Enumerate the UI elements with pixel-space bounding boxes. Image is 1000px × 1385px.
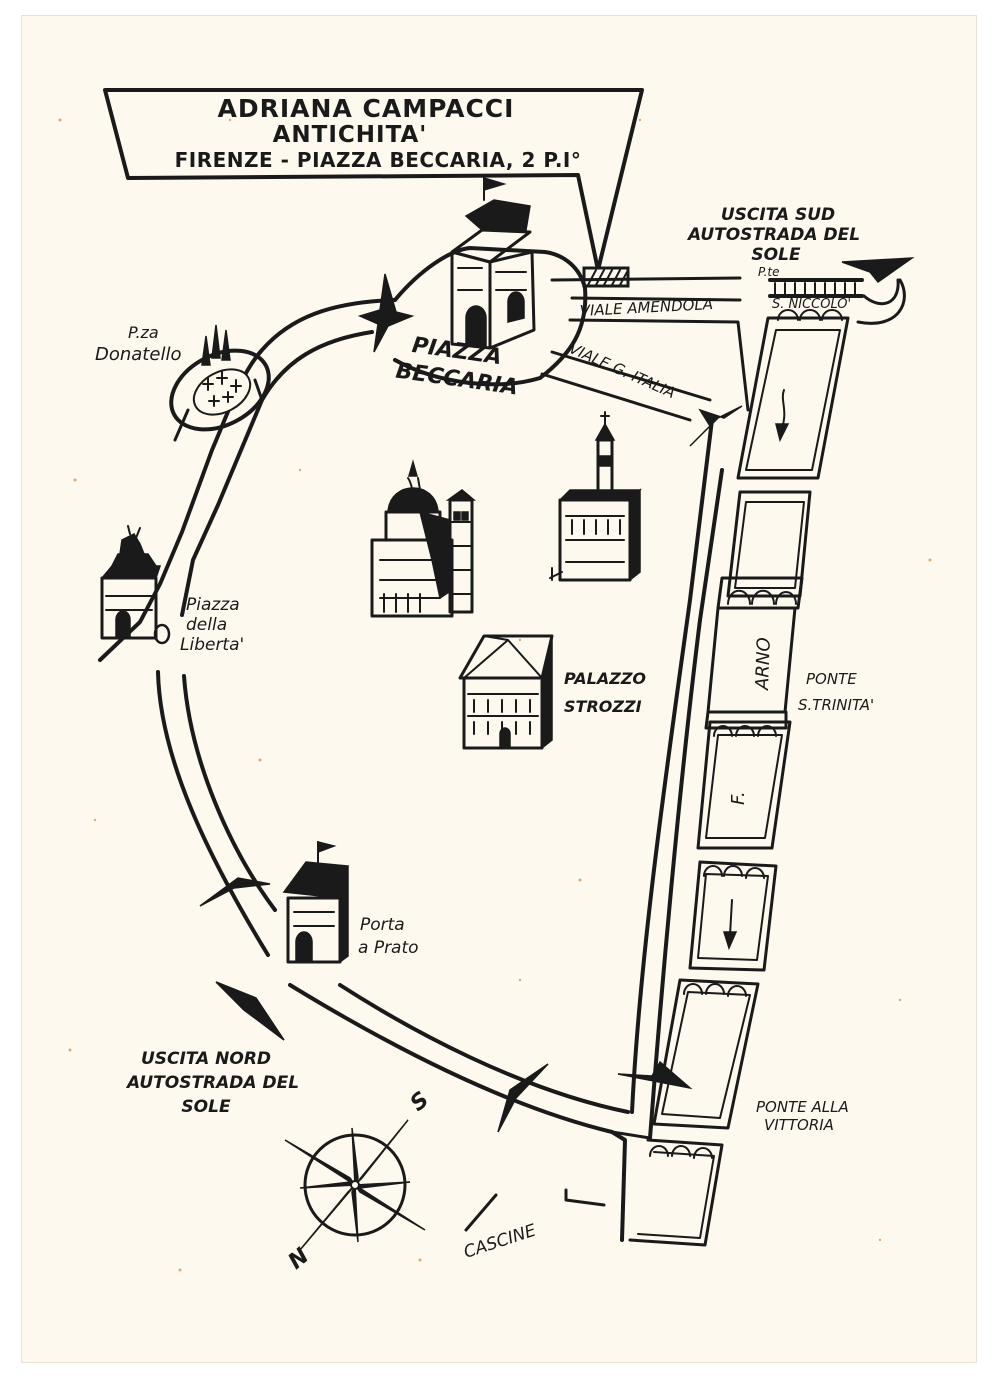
compass-rose xyxy=(284,1119,426,1251)
arrow-west-ring xyxy=(199,877,271,907)
arno-name-label: ARNO xyxy=(752,637,775,691)
exit-south-label-3: SOLE xyxy=(751,245,801,265)
viale-italia-label: VIALE G. ITALIA xyxy=(566,339,678,402)
palazzo-strozzi-icon xyxy=(458,634,554,750)
exit-south-label-1: USCITA SUD xyxy=(721,205,835,225)
porta-beccaria-icon xyxy=(450,176,536,350)
arrow-porta-prato xyxy=(497,1063,549,1133)
strozzi-label-1: PALAZZO xyxy=(564,669,646,688)
exit-north-label-3: SOLE xyxy=(181,1097,231,1117)
exit-north-label-2: AUTOSTRADA DEL xyxy=(125,1073,299,1093)
header-subtitle: ANTICHITA' xyxy=(273,122,428,148)
donatello-label-1: P.za xyxy=(128,323,159,342)
direction-arrows xyxy=(199,257,915,1133)
compass-north-label: N xyxy=(284,1244,314,1275)
header-address: FIRENZE - PIAZZA BECCARIA, 2 P.I° xyxy=(175,148,582,172)
strozzi-label-2: STROZZI xyxy=(564,697,642,716)
duomo-icon xyxy=(370,459,477,618)
liberta-label-2: della xyxy=(186,615,227,635)
arrow-beccaria xyxy=(357,273,415,353)
arrow-exit-south xyxy=(841,257,915,284)
exit-south-label-2: AUTOSTRADA DEL xyxy=(686,225,860,245)
ponte-vittoria-label-2: VITTORIA xyxy=(764,1116,834,1134)
porta-prato-label-2: a Prato xyxy=(358,938,419,958)
palazzo-vecchio-icon xyxy=(549,411,642,582)
compass-south-label: S xyxy=(406,1087,434,1116)
porta-prato-label-1: Porta xyxy=(360,915,405,935)
ponte-vittoria-label-1: PONTE ALLA xyxy=(756,1098,849,1116)
arrow-east-ring xyxy=(617,1060,693,1090)
exit-north-label-1: USCITA NORD xyxy=(141,1049,271,1069)
arno-prefix-label: F. xyxy=(728,791,749,805)
ponte-niccolo-prefix: P.te xyxy=(758,265,780,279)
donatello-label-2: Donatello xyxy=(95,344,181,365)
arrow-viale-italia xyxy=(689,405,743,447)
header-title: ADRIANA CAMPACCI xyxy=(218,94,515,123)
ponte-s-niccolo xyxy=(768,278,906,325)
postcard xyxy=(22,16,976,1362)
ponte-niccolo-label: S. NICCOLO' xyxy=(772,297,851,312)
ring-road xyxy=(98,298,724,1242)
porta-a-prato-icon xyxy=(282,841,349,964)
arrow-exit-north xyxy=(215,981,285,1041)
ponte-trinita-label-2: S.TRINITA' xyxy=(798,696,874,714)
paper-specks xyxy=(58,118,932,1272)
liberta-label-1: Piazza xyxy=(186,595,240,615)
cascine-label: CASCINE xyxy=(461,1221,538,1263)
piazza-beccaria-label-2: BECCARIA xyxy=(394,359,520,401)
cemetery-icon xyxy=(192,324,252,416)
header-plaque xyxy=(103,88,644,288)
liberta-label-3: Liberta' xyxy=(180,635,244,655)
ponte-trinita-label-1: PONTE xyxy=(806,670,857,688)
arco-liberta-icon xyxy=(100,525,171,645)
